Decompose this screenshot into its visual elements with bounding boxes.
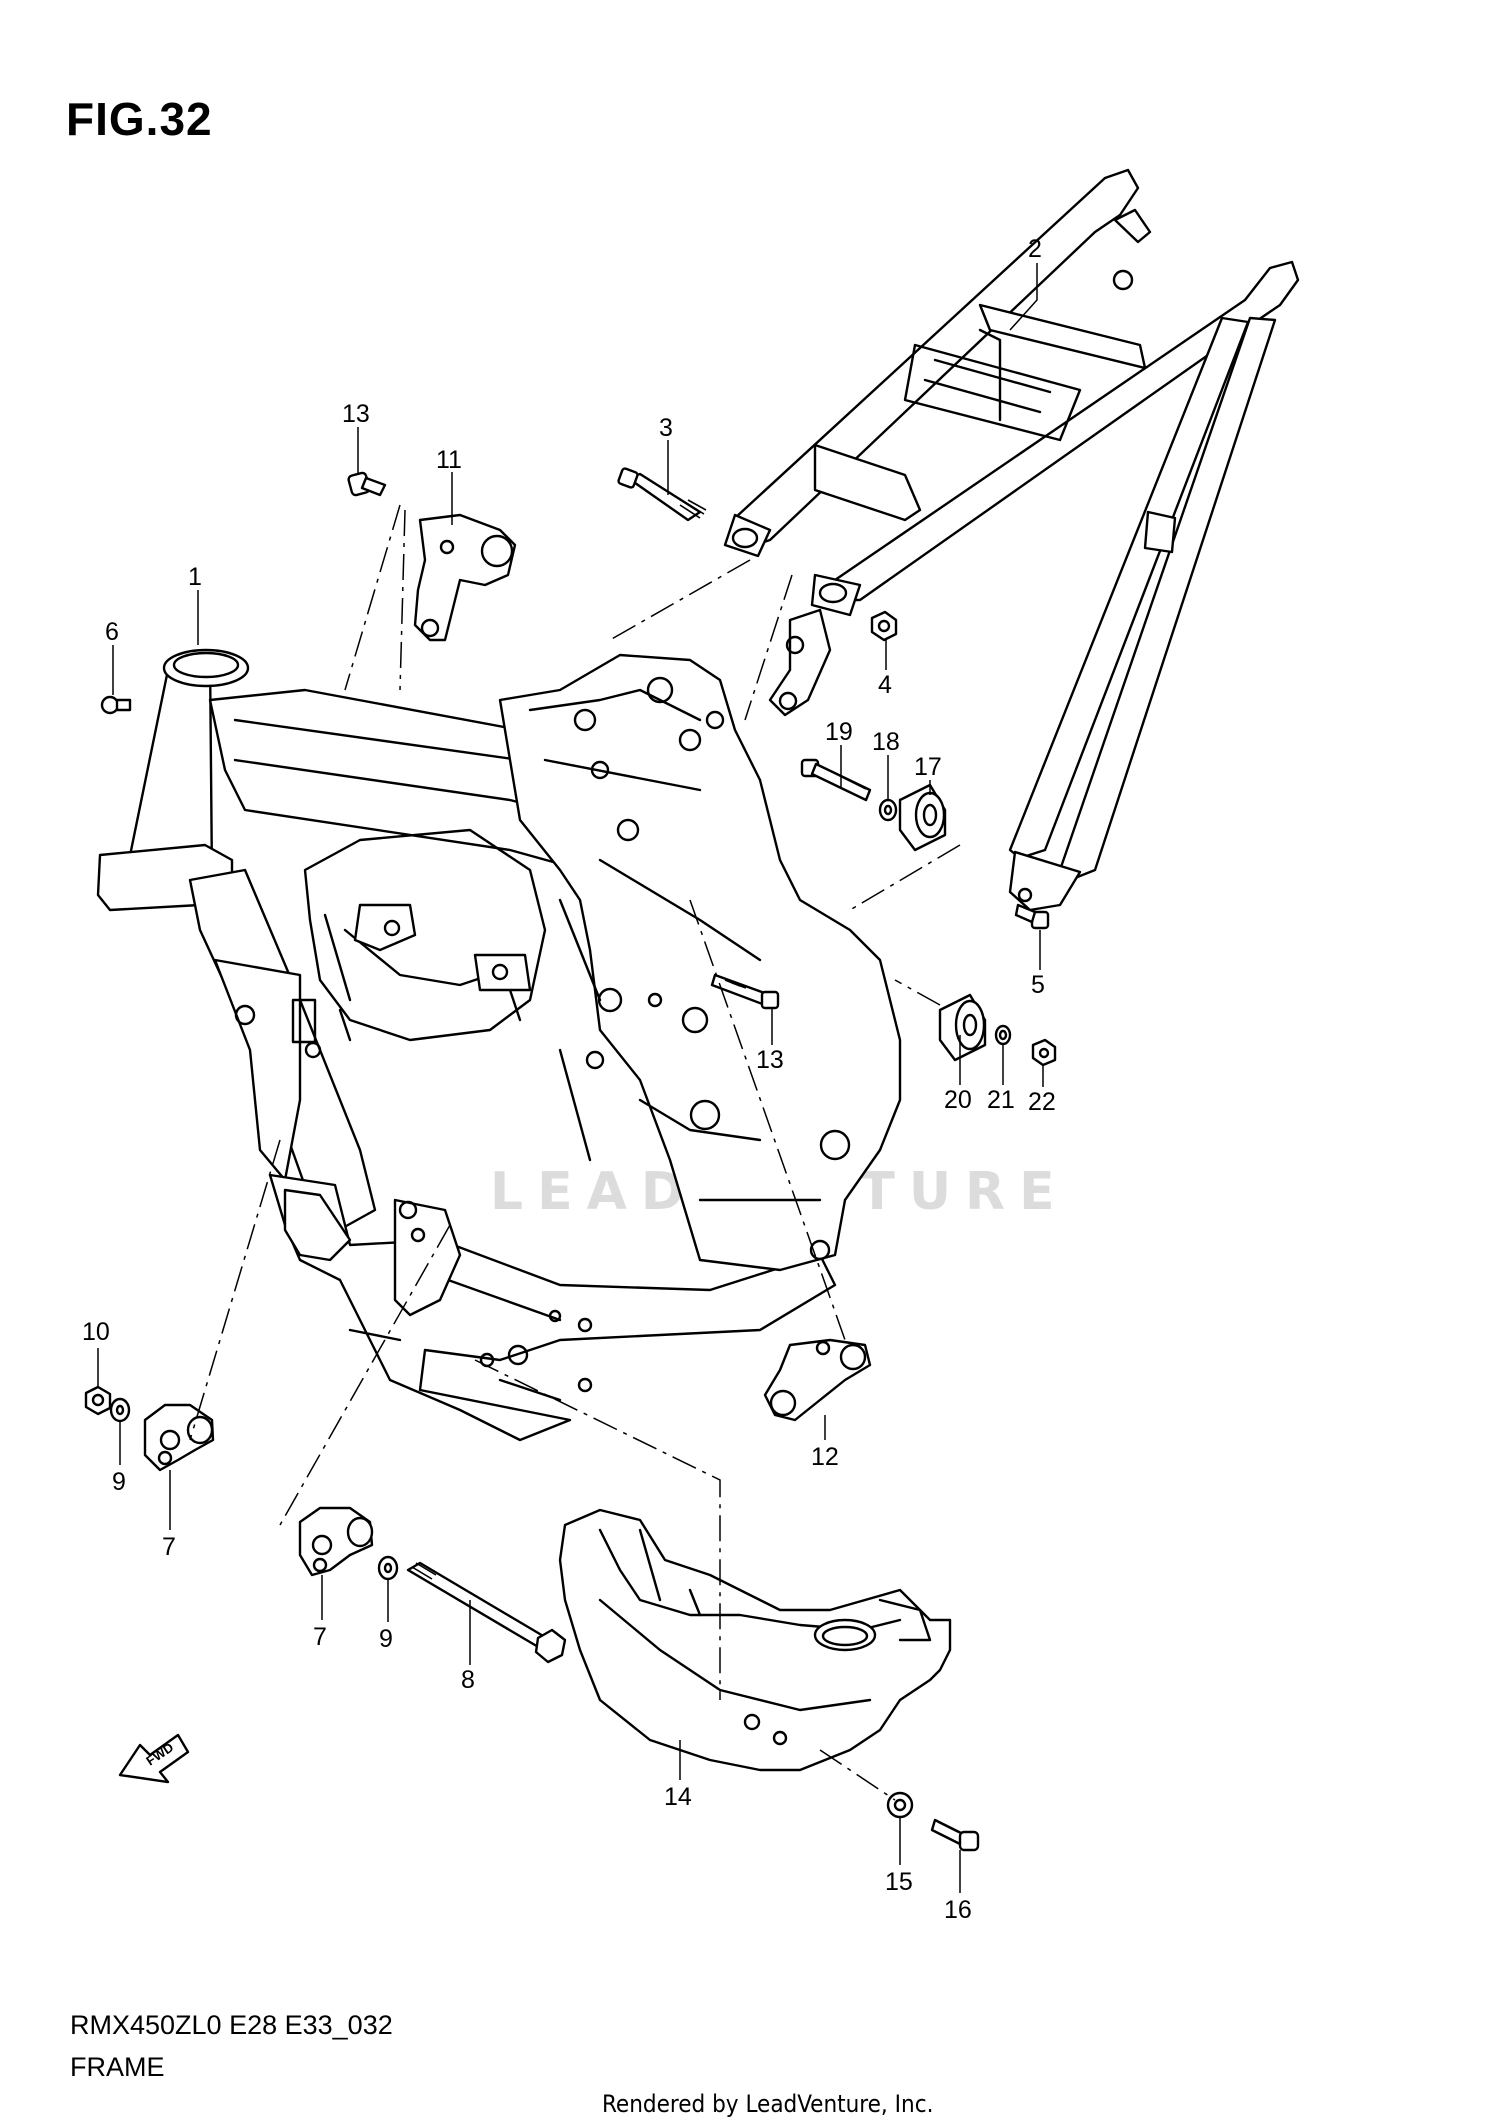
section-name: FRAME [70,2052,165,2082]
bolt-8 [406,1561,567,1664]
callout-9-left: 9 [112,1468,126,1496]
washer-9-lower [377,1555,399,1581]
callout-leaders [97,263,1044,1893]
callout-22: 22 [1028,1088,1056,1116]
callout-8: 8 [461,1666,475,1694]
callout-12: 12 [811,1443,839,1471]
callout-20: 20 [944,1086,972,1114]
washer-15 [886,1791,914,1819]
bracket-12 [763,1338,872,1422]
nut-10 [84,1385,112,1416]
figure-title: FIG.32 [66,93,213,145]
bolt-16 [930,1818,980,1852]
callout-6: 6 [105,618,119,646]
washer-18 [878,798,898,822]
bracket-7-lower [298,1506,374,1577]
bushing-17 [898,783,947,852]
bracket-11 [413,513,517,642]
bushing-20 [938,993,987,1062]
callout-2: 2 [1028,235,1042,263]
callout-17: 17 [914,753,942,781]
nut-4 [870,610,898,642]
skid-plate [558,1508,952,1772]
bolt-6 [100,695,132,715]
bracket-7-left [143,1403,215,1472]
fwd-arrow-icon [118,1733,190,1784]
callout-15: 15 [885,1868,913,1896]
main-frame [96,648,902,1442]
callout-18: 18 [872,728,900,756]
callout-7-lower: 7 [313,1623,327,1651]
washer-21 [994,1024,1012,1046]
model-code: RMX450ZL0 E28 E33_032 [70,2010,393,2040]
rear-subframe [723,168,1300,912]
bolt-19 [800,758,872,802]
callout-13-upper: 13 [342,400,370,428]
washer-9-left [109,1397,131,1423]
callout-19: 19 [825,718,853,746]
bolt-13-lower [710,973,780,1010]
render-credit: Rendered by LeadVenture, Inc. [602,2090,934,2118]
callout-7-left: 7 [162,1533,176,1561]
callout-4: 4 [878,671,892,699]
callout-10: 10 [82,1318,110,1346]
nut-22 [1031,1038,1057,1067]
callout-1: 1 [188,563,202,591]
callout-16: 16 [944,1896,972,1924]
callout-13-lower: 13 [756,1046,784,1074]
alignment-lines [189,504,961,1801]
bolt-3 [617,467,707,522]
callout-3: 3 [659,414,673,442]
callout-labels: 1 2 3 4 5 6 7 7 8 9 9 10 11 12 13 13 14 … [82,235,1056,1924]
callout-11: 11 [436,446,462,474]
callout-21: 21 [987,1086,1015,1114]
bolt-13-upper [347,471,387,497]
callout-14: 14 [664,1783,692,1811]
callout-5: 5 [1031,971,1045,999]
bolt-5 [1014,903,1050,930]
callout-9-lower: 9 [379,1625,393,1653]
